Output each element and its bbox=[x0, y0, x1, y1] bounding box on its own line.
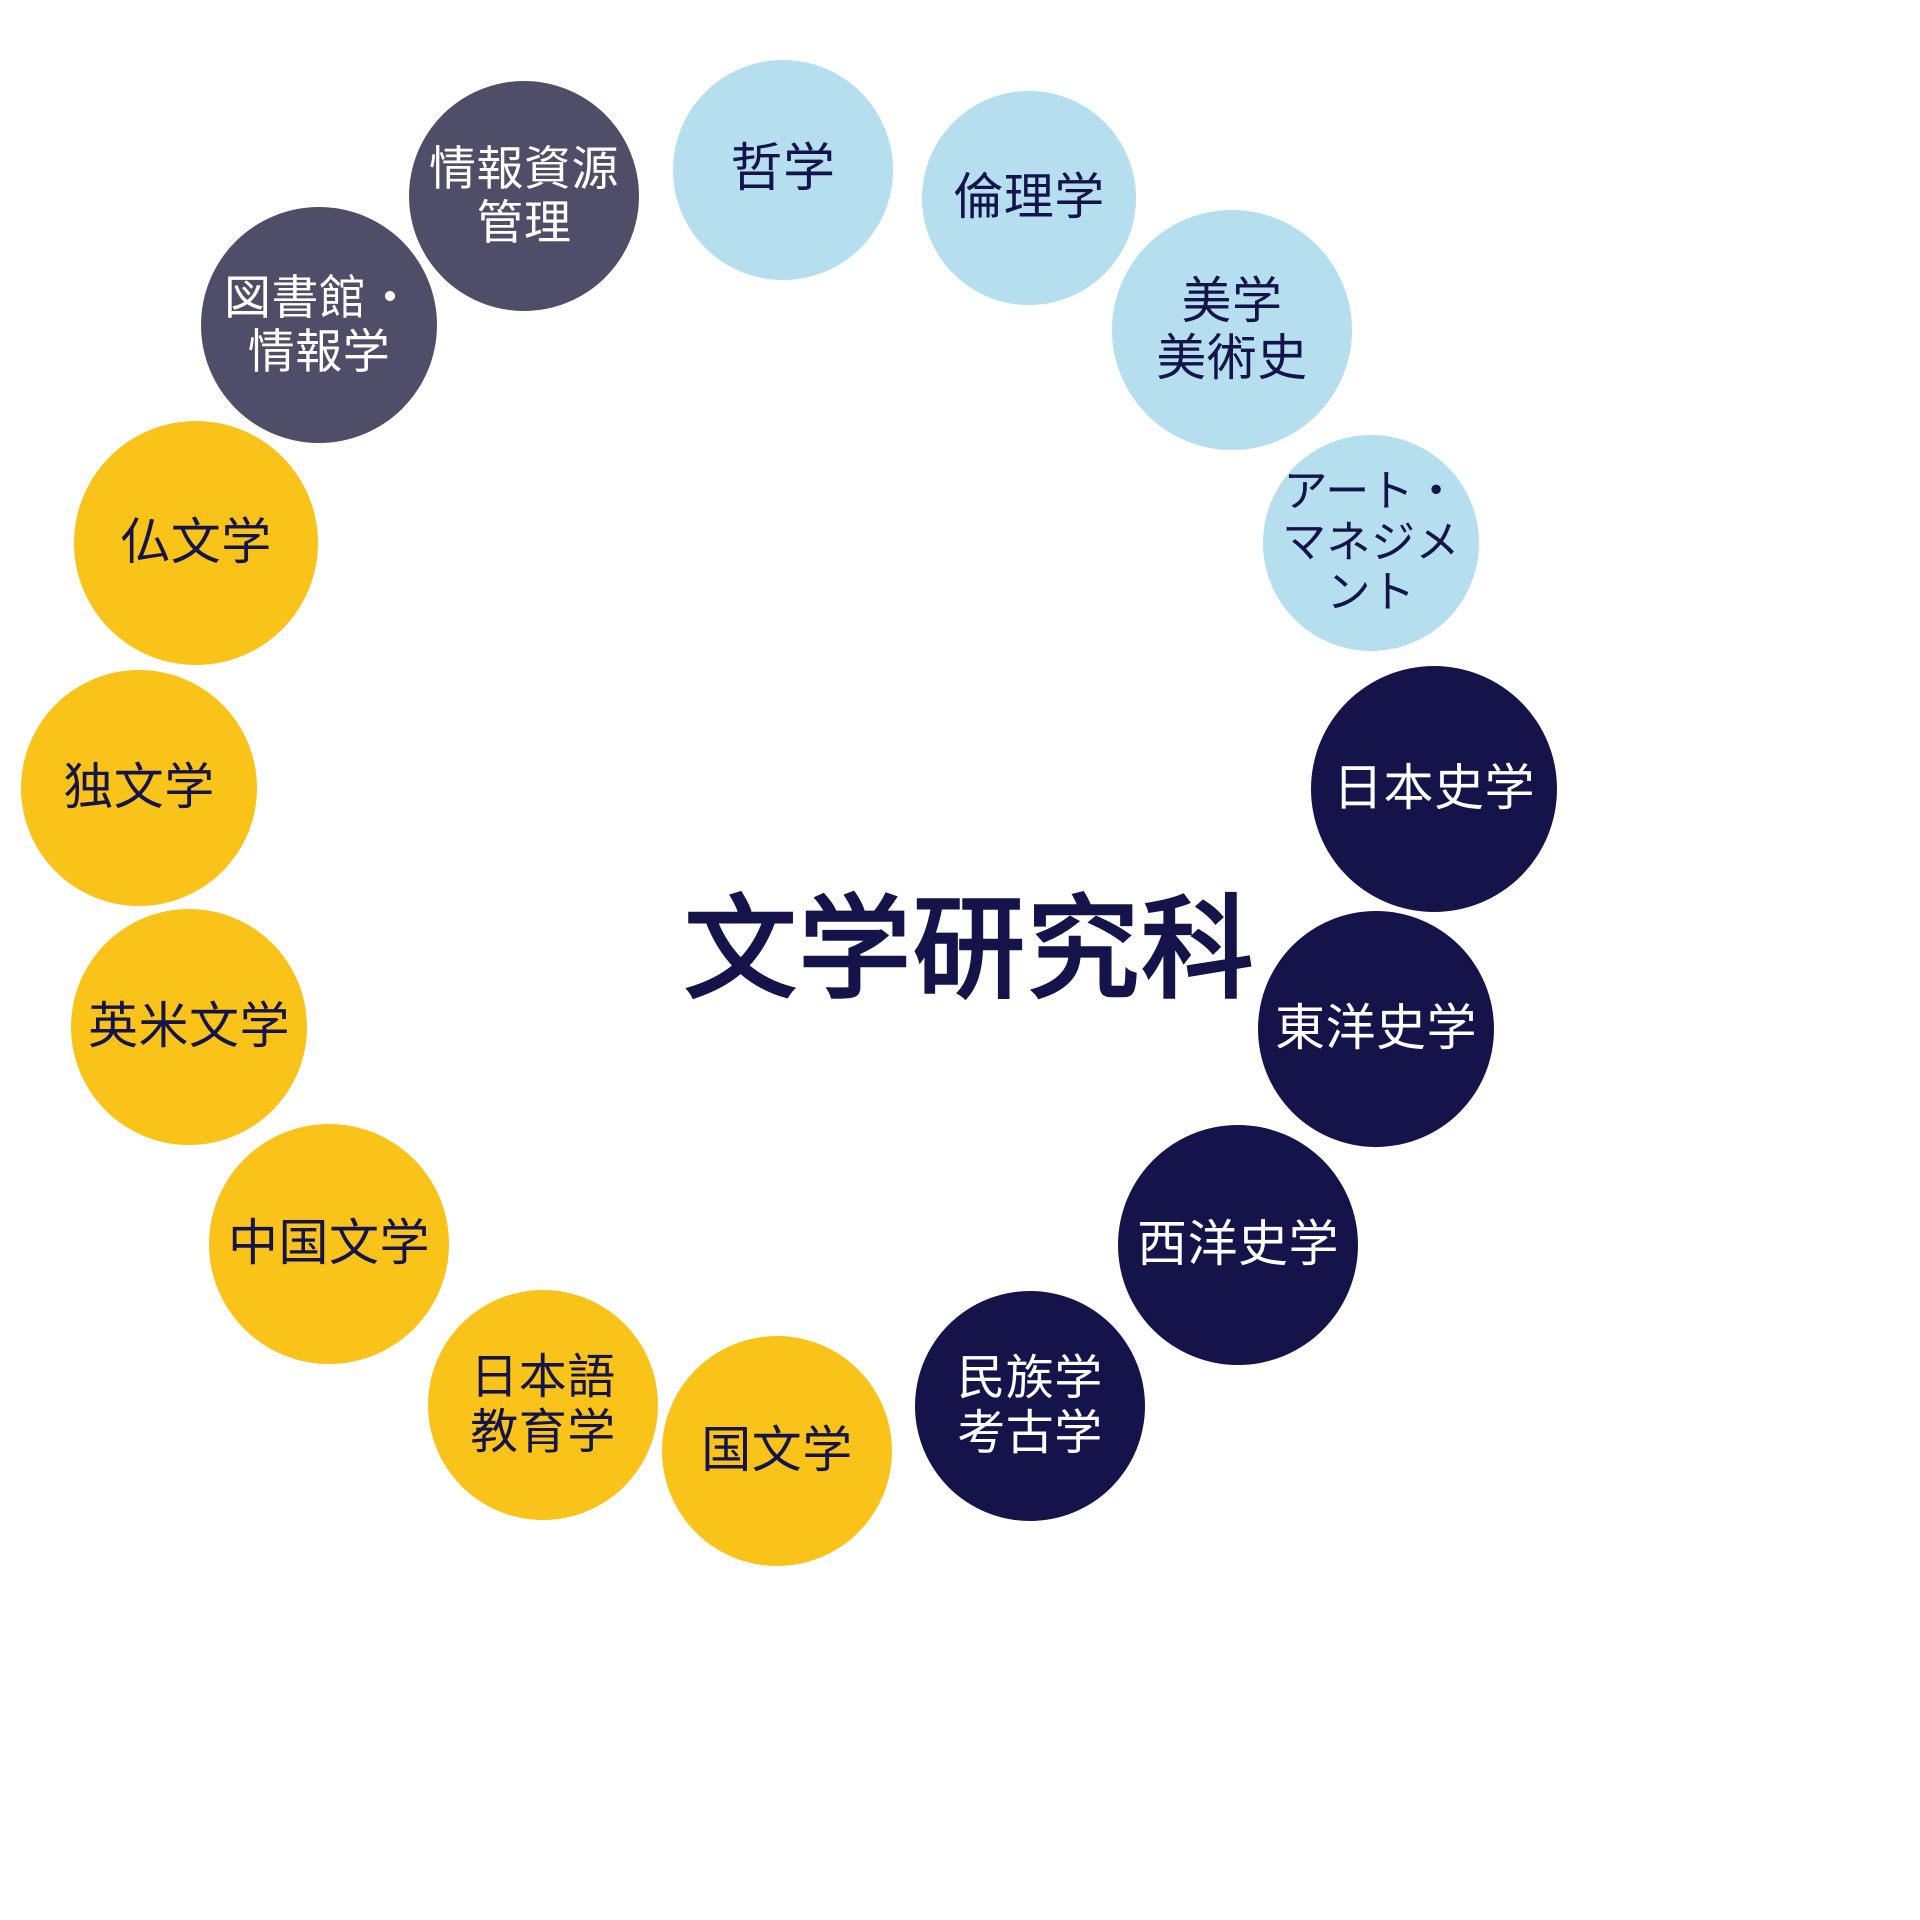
bubble-philosophy_arts[interactable]: 倫理学 bbox=[922, 91, 1136, 305]
bubble-literature[interactable]: 仏文学 bbox=[74, 421, 318, 665]
bubble-label: 中国文学 bbox=[228, 1215, 430, 1272]
bubble-label: 図書館・ 情報学 bbox=[224, 270, 414, 378]
bubble-history[interactable]: 西洋史学 bbox=[1118, 1125, 1358, 1365]
bubble-history[interactable]: 日本史学 bbox=[1311, 666, 1557, 912]
bubble-label: 西洋史学 bbox=[1137, 1216, 1339, 1273]
bubble-history[interactable]: 東洋史学 bbox=[1258, 911, 1494, 1147]
bubble-label: 独文学 bbox=[63, 759, 215, 816]
bubble-library_info[interactable]: 図書館・ 情報学 bbox=[201, 207, 437, 443]
bubble-philosophy_arts[interactable]: 哲学 bbox=[673, 60, 893, 280]
bubble-literature[interactable]: 国文学 bbox=[662, 1336, 892, 1566]
bubble-label: 情報資源 管理 bbox=[429, 141, 619, 249]
bubble-label: 日本史学 bbox=[1333, 760, 1535, 817]
bubble-literature[interactable]: 中国文学 bbox=[209, 1124, 449, 1364]
bubble-literature[interactable]: 英米文学 bbox=[71, 909, 307, 1145]
bubble-philosophy_arts[interactable]: 美学 美術史 bbox=[1112, 210, 1352, 450]
bubble-label: アート・ マネジメント bbox=[1282, 467, 1460, 618]
bubble-literature[interactable]: 日本語 教育学 bbox=[428, 1290, 658, 1520]
bubble-history[interactable]: 民族学 考古学 bbox=[915, 1291, 1145, 1521]
bubble-philosophy_arts[interactable]: アート・ マネジメント bbox=[1263, 435, 1479, 651]
bubble-label: 仏文学 bbox=[120, 514, 272, 571]
bubble-label: 哲学 bbox=[730, 140, 836, 199]
bubble-literature[interactable]: 独文学 bbox=[21, 670, 257, 906]
bubble-label: 英米文学 bbox=[88, 998, 290, 1055]
bubble-label: 東洋史学 bbox=[1275, 1000, 1477, 1057]
bubble-label: 倫理学 bbox=[953, 169, 1105, 226]
bubble-label: 民族学 考古学 bbox=[957, 1351, 1103, 1460]
bubble-label: 日本語 教育学 bbox=[470, 1350, 616, 1459]
bubble-label: 国文学 bbox=[701, 1422, 853, 1479]
bubble-library_info[interactable]: 情報資源 管理 bbox=[409, 81, 639, 311]
page-title: 文学研究科 bbox=[684, 887, 1256, 1012]
bubble-label: 美学 美術史 bbox=[1156, 272, 1308, 387]
